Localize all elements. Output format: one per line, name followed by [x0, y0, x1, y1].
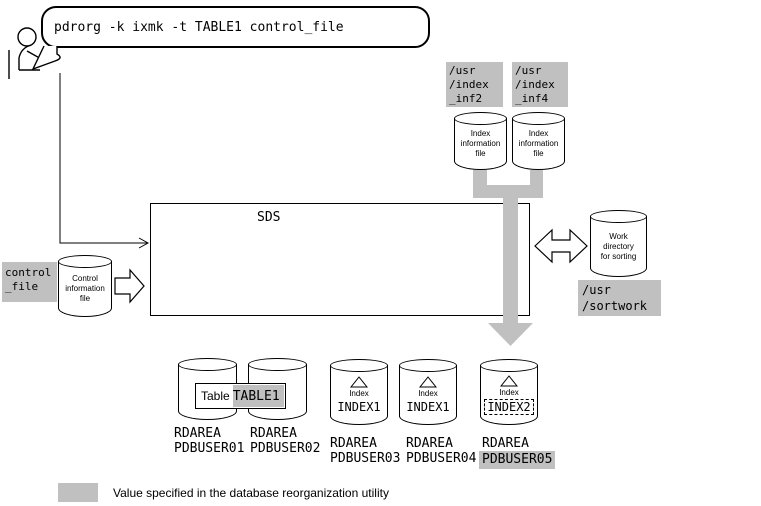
index-word: Index [349, 389, 369, 398]
rdarea-cylinder-pdbuser05: Index INDEX2 [480, 359, 538, 425]
index-triangle-icon [500, 375, 518, 387]
table-label: Table TABLE1 [195, 383, 286, 409]
rdarea-word: RDAREA [482, 436, 529, 451]
rdarea-caption-pdbuser01: RDAREA PDBUSER01 [174, 426, 244, 456]
cylinder-top [330, 359, 388, 372]
rdarea-cylinder-pdbuser03: Index INDEX1 [330, 359, 388, 425]
legend-highlight-swatch [58, 483, 98, 502]
cylinder-body [454, 118, 507, 170]
path-line: /index [515, 78, 555, 91]
cylinder-top [178, 358, 237, 371]
work-directory-cylinder: Work directory for sorting [590, 210, 647, 277]
rdarea-name: PDBUSER04 [406, 451, 477, 466]
cylinder-label: Index information file [454, 124, 507, 164]
path-line: _file [5, 280, 39, 293]
label-line: information [460, 139, 501, 148]
cylinder-body [330, 365, 388, 425]
sds-label: SDS [257, 210, 281, 225]
rdarea-name: PDBUSER01 [174, 441, 245, 456]
cylinder-label: Index INDEX2 [480, 371, 538, 419]
command-bubble: pdrorg -k ixmk -t TABLE1 control_file [41, 6, 430, 48]
rdarea-word: RDAREA [330, 436, 377, 451]
cylinder-top [58, 255, 112, 268]
command-flow-connector [59, 73, 150, 249]
cylinder-body [58, 261, 112, 317]
legend-text: Value specified in the database reorgani… [113, 486, 389, 500]
index-info-file-cylinder-2: Index information file [512, 112, 565, 170]
rdarea-caption-pdbuser02: RDAREA PDBUSER02 [250, 426, 320, 456]
label-line: for sorting [600, 251, 637, 261]
rdarea-caption-pdbuser03: RDAREA PDBUSER03 [330, 436, 400, 466]
index-name: INDEX1 [406, 400, 450, 414]
path-line: _inf2 [449, 92, 483, 105]
rdarea-word: RDAREA [250, 426, 297, 441]
cylinder-label: Index INDEX1 [399, 371, 457, 419]
cylinder-top [590, 210, 647, 223]
cylinder-body [480, 365, 538, 425]
index-word: Index [418, 389, 438, 398]
path-line: /usr [515, 64, 542, 77]
label-line: Index [470, 129, 491, 138]
rdarea-name: PDBUSER02 [250, 441, 321, 456]
table-prefix: Table [201, 389, 230, 403]
path-line: /sortwork [582, 299, 648, 313]
control-info-file-cylinder: Control information file [58, 255, 112, 317]
path-line: _inf4 [515, 92, 549, 105]
label-line: information [65, 284, 105, 293]
index-word: Index [499, 388, 519, 397]
rdarea-name-highlighted: PDBUSER05 [479, 451, 556, 469]
cylinder-top [512, 112, 565, 125]
index-triangle-icon [350, 376, 368, 388]
cylinder-top [399, 359, 457, 372]
path-line: control [5, 266, 52, 279]
rdarea-name: PDBUSER03 [330, 451, 401, 466]
label-line: Work [609, 231, 628, 241]
cylinder-label: Index INDEX1 [330, 371, 388, 419]
path-line: /index [449, 78, 489, 91]
cylinder-top [248, 358, 307, 371]
cylinder-top [454, 112, 507, 125]
label-line: directory [603, 241, 634, 251]
label-line: Control [72, 274, 98, 283]
index-inf2-path-label: /usr /index _inf2 [446, 62, 503, 107]
rdarea-cylinder-pdbuser04: Index INDEX1 [399, 359, 457, 425]
path-line: /usr [449, 64, 476, 77]
label-line: information [518, 139, 559, 148]
cylinder-body [590, 216, 647, 277]
sortwork-path-label: /usr /sortwork [578, 280, 661, 316]
cylinder-top [480, 359, 538, 372]
bubble-tail [31, 45, 61, 71]
label-line: Index [528, 129, 549, 138]
rdarea-word: RDAREA [174, 426, 221, 441]
index-triangle-icon [419, 376, 437, 388]
control-file-path-label: control _file [2, 262, 57, 302]
sds-box: SDS [150, 203, 530, 316]
label-line: file [533, 149, 544, 158]
cylinder-label: Work directory for sorting [590, 222, 647, 271]
arrowhead-icon [138, 237, 150, 249]
cylinder-body [399, 365, 457, 425]
index-info-file-cylinder-1: Index information file [454, 112, 507, 170]
cylinder-label: Control information file [58, 267, 112, 311]
cylinder-label: Index information file [512, 124, 565, 164]
index-name-created: INDEX2 [484, 399, 534, 415]
path-line: /usr [582, 283, 611, 297]
rdarea-word: RDAREA [406, 436, 453, 451]
index-inf4-path-label: /usr /index _inf4 [512, 62, 568, 107]
rdarea-caption-pdbuser04: RDAREA PDBUSER04 [406, 436, 476, 466]
label-line: file [79, 294, 91, 303]
control-file-input-arrow-icon [114, 268, 145, 304]
rdarea-caption-pdbuser05: RDAREA PDBUSER05 [479, 436, 556, 469]
table-name: TABLE1 [232, 385, 284, 407]
cylinder-body [512, 118, 565, 170]
sort-exchange-arrow-icon [534, 228, 588, 264]
index-name: INDEX1 [337, 400, 381, 414]
label-line: file [475, 149, 486, 158]
command-text: pdrorg -k ixmk -t TABLE1 control_file [54, 19, 344, 35]
